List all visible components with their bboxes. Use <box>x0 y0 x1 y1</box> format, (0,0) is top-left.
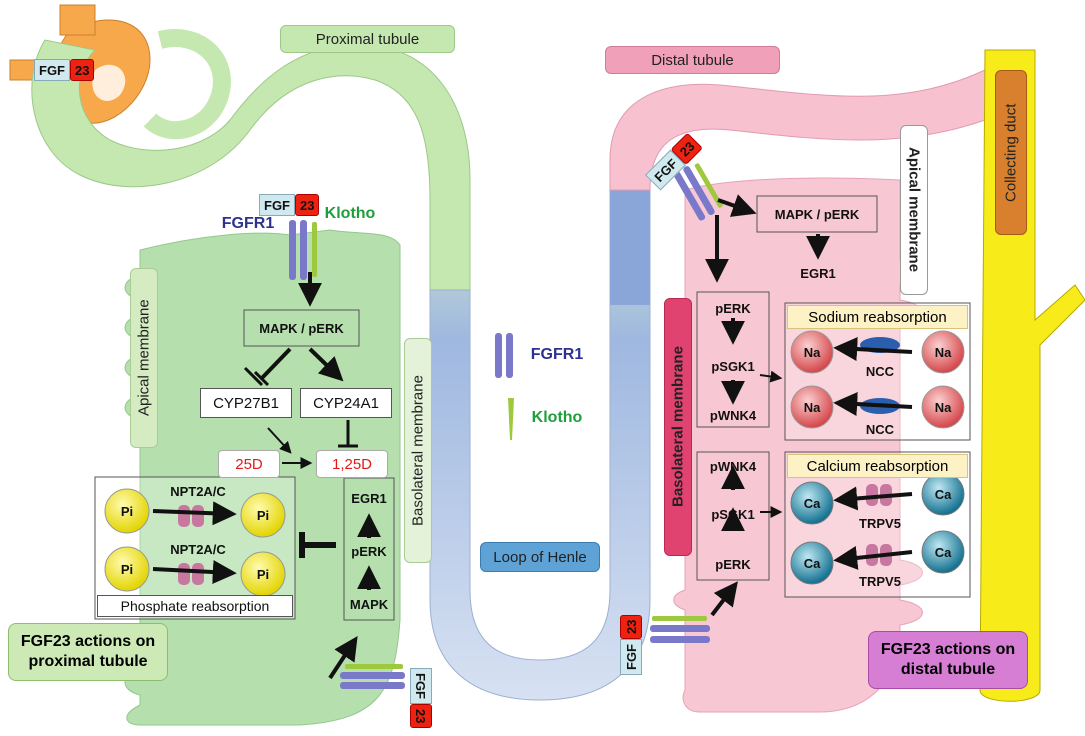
perk-r2: pERK <box>715 556 751 572</box>
phosphate-reabsorption-label: Phosphate reabsorption <box>97 595 293 617</box>
ca-circle-bottom-right <box>921 530 965 574</box>
na-label-2: Na <box>934 344 952 360</box>
sodium-reabsorption-label: Sodium reabsorption <box>787 305 968 329</box>
fgfr1-legend-label: FGFR1 <box>530 346 584 363</box>
npt2ac-label-top: NPT2A/C <box>170 483 226 499</box>
fgf-text: FGF <box>410 668 432 704</box>
ncc-label-2: NCC <box>865 421 895 437</box>
receptor-fgfr1-left-bottom <box>340 664 405 689</box>
na-circle-bottom-left <box>790 385 834 429</box>
pi-label-3: Pi <box>120 561 134 577</box>
ncc-label-1: NCC <box>865 363 895 379</box>
ca-circle-bottom-left <box>790 541 834 585</box>
receptor-fgfr1-left-top <box>289 220 317 280</box>
fgfr1-label: FGFR1 <box>221 215 275 232</box>
pathway-arrows <box>152 194 913 680</box>
collecting-duct-label: Collecting duct <box>995 70 1027 235</box>
fgf23-actions-distal: FGF23 actions on distal tubule <box>868 631 1028 689</box>
na-circle-top-left <box>790 330 834 374</box>
trpv5-label-1: TRPV5 <box>859 515 901 531</box>
fgf-num: 23 <box>410 704 432 729</box>
fgf-num: 23 <box>620 614 642 639</box>
na-circle-bottom-right <box>921 385 965 429</box>
apical-membrane-right-label: Apical membrane <box>900 125 928 295</box>
pi-label-4: Pi <box>256 566 270 582</box>
receptor-fgfr1-right-top <box>673 163 723 221</box>
mapk-perk-right-box <box>756 195 878 233</box>
mapk-perk-left-box <box>243 309 360 347</box>
pi-circle-bottom-left <box>104 546 150 592</box>
pwnk4-r1: pWNK4 <box>709 407 757 423</box>
legend-fgfr1-symbol <box>495 333 513 378</box>
egr1-perk-mapk-box <box>343 477 395 621</box>
pwnk4-r2: pWNK4 <box>709 458 757 474</box>
na-label-1: Na <box>803 344 821 360</box>
fgf23-actions-proximal: FGF23 actions on proximal tubule <box>8 623 168 681</box>
fgf-text: FGF <box>34 59 70 81</box>
mapk-perk-right: MAPK / pERK <box>774 206 860 222</box>
npt2ac-label-bottom: NPT2A/C <box>170 541 226 557</box>
inhibit-cyp27b1 <box>243 366 264 387</box>
apical-membrane-left-label: Apical membrane <box>130 268 158 448</box>
perk-r1: pERK <box>715 300 751 316</box>
fgf-text: FGF <box>620 639 642 675</box>
pwnk4-psgk1-perk-box <box>696 451 770 581</box>
klotho-legend-label: Klotho <box>531 409 583 426</box>
fgf-num: 23 <box>295 194 320 216</box>
na-label-4: Na <box>934 399 952 415</box>
mapk-perk-left: MAPK / pERK <box>259 320 344 336</box>
pi-circle-top-right <box>240 492 286 538</box>
ca-label-4: Ca <box>934 544 952 560</box>
d25-box: 25D <box>218 450 280 478</box>
ca-label-3: Ca <box>803 555 821 571</box>
pi-label-2: Pi <box>256 507 270 523</box>
cyp24a1-box: CYP24A1 <box>300 388 392 418</box>
receptor-fgfr1-right-bottom <box>650 616 710 643</box>
fgf-num: 23 <box>70 59 95 81</box>
psgk1-r1: pSGK1 <box>711 358 755 374</box>
calcium-reabsorption-label: Calcium reabsorption <box>787 454 968 478</box>
psgk1-r2: pSGK1 <box>711 506 755 522</box>
perk-left: pERK <box>351 543 387 559</box>
distal-tubule-label: Distal tubule <box>605 46 780 74</box>
egr1-left: EGR1 <box>351 490 387 506</box>
pi-label-1: Pi <box>120 503 134 519</box>
ca-label-1: Ca <box>803 495 821 511</box>
ca-label-2: Ca <box>934 486 952 502</box>
cyp27b1-box: CYP27B1 <box>200 388 292 418</box>
egr1-right: EGR1 <box>800 265 836 281</box>
fgf-text: FGF <box>259 194 295 216</box>
perk-psgk1-pwnk4-box <box>696 291 770 428</box>
loop-of-henle-label: Loop of Henle <box>480 542 600 572</box>
na-circle-top-right <box>921 330 965 374</box>
ca-circle-top-left <box>790 481 834 525</box>
basolateral-membrane-left-label: Basolateral membrane <box>404 338 432 563</box>
mapk-left: MAPK <box>349 596 389 612</box>
basolateral-membrane-right-label: Basolateral membrane <box>664 298 692 556</box>
klotho-label: Klotho <box>324 205 376 222</box>
legend-klotho-symbol <box>508 398 514 440</box>
pi-circle-top-left <box>104 488 150 534</box>
na-label-3: Na <box>803 399 821 415</box>
trpv5-label-2: TRPV5 <box>859 573 901 589</box>
d125-box: 1,25D <box>316 450 388 478</box>
proximal-tubule-label: Proximal tubule <box>280 25 455 53</box>
